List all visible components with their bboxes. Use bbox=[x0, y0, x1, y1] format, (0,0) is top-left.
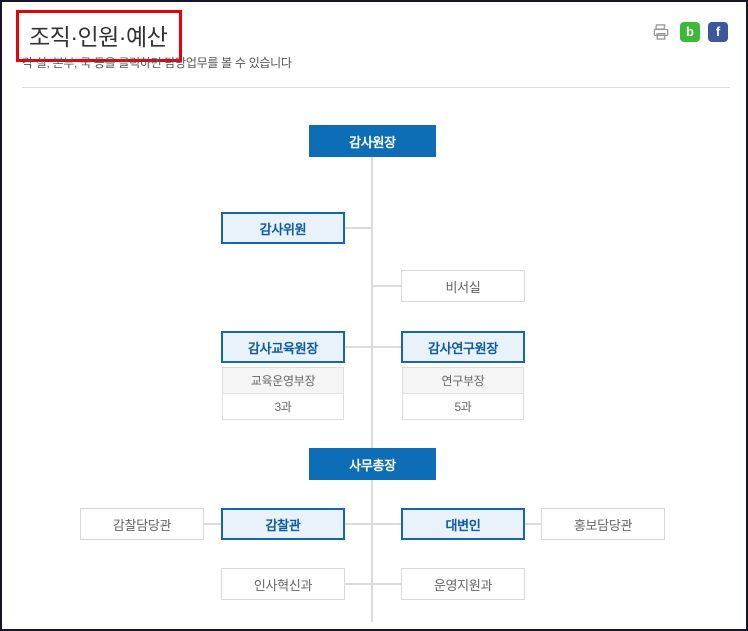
node-operations-support-division[interactable]: 운영지원과 bbox=[401, 568, 525, 600]
node-inspection-officer[interactable]: 감찰담당관 bbox=[80, 508, 204, 540]
node-chairman[interactable]: 감사원장 bbox=[309, 125, 436, 157]
node-spokesperson[interactable]: 대변인 bbox=[401, 508, 525, 540]
node-pr-officer[interactable]: 홍보담당관 bbox=[541, 508, 665, 540]
node-commissioners[interactable]: 감사위원 bbox=[221, 212, 345, 244]
node-secretary-general[interactable]: 사무총장 bbox=[309, 448, 436, 480]
node-secretariat[interactable]: 비서실 bbox=[401, 270, 525, 302]
edu-subtable: 교육운영부장 3과 bbox=[222, 367, 344, 420]
connector-secretariat bbox=[373, 285, 401, 287]
page-subtitle: 각 실, 본부, 국 등을 클릭하면 담당업무를 볼 수 있습니다 bbox=[22, 56, 292, 70]
page-title: 조직·인원·예산 bbox=[29, 24, 168, 50]
connector-commissioners bbox=[345, 227, 373, 229]
blog-icon[interactable]: b bbox=[680, 22, 700, 42]
research-dept-head: 연구부장 bbox=[403, 368, 523, 394]
title-highlight-box: 조직·인원·예산 bbox=[16, 10, 183, 62]
edu-divisions: 3과 bbox=[274, 400, 292, 414]
research-subtable: 연구부장 5과 bbox=[402, 367, 524, 420]
share-toolbar: b f bbox=[650, 21, 728, 43]
header-divider bbox=[22, 87, 730, 88]
connector-directors bbox=[345, 346, 401, 348]
node-hr-innovation-division[interactable]: 인사혁신과 bbox=[221, 568, 345, 600]
printer-icon[interactable] bbox=[650, 21, 672, 43]
connector-pr-officer bbox=[525, 523, 541, 525]
connector-inspector-spokesperson bbox=[345, 523, 401, 525]
node-research-director[interactable]: 감사연구원장 bbox=[401, 331, 525, 363]
facebook-icon[interactable]: f bbox=[708, 22, 728, 42]
edu-dept-head: 교육운영부장 bbox=[223, 368, 343, 394]
connector-divisions bbox=[345, 583, 401, 585]
connector-vertical-bottom bbox=[371, 480, 373, 622]
node-edu-director[interactable]: 감사교육원장 bbox=[221, 331, 345, 363]
node-inspector-general[interactable]: 감찰관 bbox=[221, 508, 345, 540]
connector-vertical-top bbox=[371, 157, 373, 448]
connector-inspection-officer bbox=[204, 523, 221, 525]
research-divisions: 5과 bbox=[454, 400, 472, 414]
